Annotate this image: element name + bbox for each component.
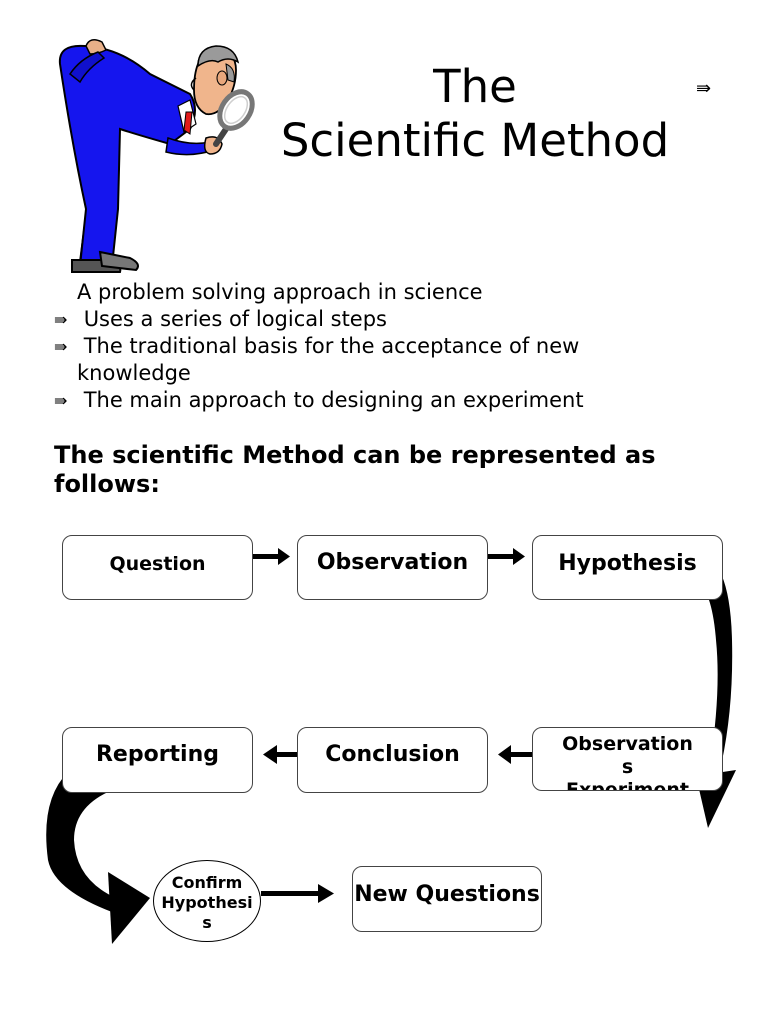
bullet-intro: A problem solving approach in science <box>77 280 483 304</box>
node-label: Question <box>109 553 206 575</box>
flow-node-observations-experiment: Observation s Experiment <box>532 727 723 791</box>
flow-node-hypothesis: Hypothesis <box>532 535 723 600</box>
arrow-observation-hypothesis <box>488 554 514 559</box>
page-title: The Scientific Method <box>270 60 680 168</box>
double-arrow-bullet-icon: ⇛ <box>54 391 68 410</box>
flow-node-reporting: Reporting <box>62 727 253 793</box>
curved-arrow-reporting-confirm <box>46 772 116 912</box>
node-label-line-3: s <box>202 913 212 932</box>
arrowhead-conclusion-reporting <box>263 745 277 764</box>
double-arrow-bullet-icon: ⇛ <box>54 337 68 356</box>
arrow-experiment-conclusion <box>510 752 534 757</box>
flow-node-question: Question <box>62 535 253 600</box>
bullet-item: ⇛ The main approach to designing an expe… <box>54 387 694 414</box>
node-label-line-1: Observation <box>562 733 693 755</box>
bullet-text: The main approach to designing an experi… <box>83 388 584 412</box>
node-label-line-2: s <box>621 756 634 778</box>
title-line-1: The <box>433 60 517 113</box>
flow-node-observation: Observation <box>297 535 488 600</box>
node-label: Conclusion <box>325 742 460 767</box>
curved-arrowhead-reporting-confirm <box>108 872 150 944</box>
node-label: Observation <box>316 550 469 575</box>
arrow-conclusion-reporting <box>276 752 298 757</box>
bullet-list: A problem solving approach in science ⇛ … <box>54 279 694 414</box>
arrowhead-question-observation <box>278 548 290 565</box>
double-arrow-bullet-icon: ⇛ <box>54 310 68 329</box>
scientist-illustration <box>58 39 255 273</box>
bullet-continuation: knowledge <box>77 361 191 385</box>
flow-node-conclusion: Conclusion <box>297 727 488 793</box>
node-label: Hypothesis <box>558 551 697 576</box>
node-label-line-1: Confirm <box>171 873 243 892</box>
bullet-text: Uses a series of logical steps <box>83 307 387 331</box>
arrow-confirm-newquestions <box>261 891 321 896</box>
flow-node-new-questions: New Questions <box>352 866 542 932</box>
arrowhead-experiment-conclusion <box>498 745 511 764</box>
node-label: Reporting <box>95 742 220 767</box>
bullet-text: The traditional basis for the acceptance… <box>83 334 580 358</box>
node-label: New Questions <box>354 882 540 907</box>
bullet-item: ⇛ Uses a series of logical steps <box>54 306 694 333</box>
double-arrow-bullet-icon: ⇛ <box>696 78 712 99</box>
node-label-line-2: Hypothesi <box>161 893 253 912</box>
title-line-2: Scientific Method <box>280 114 670 167</box>
section-subheading: The scientific Method can be represented… <box>54 441 656 498</box>
node-label-line-3: Experiment <box>566 779 689 791</box>
arrowhead-observation-hypothesis <box>513 548 525 565</box>
arrow-question-observation <box>253 554 279 559</box>
flow-node-confirm-hypothesis: Confirm Hypothesi s <box>153 860 261 942</box>
arrowhead-confirm-newquestions <box>318 884 334 903</box>
bullet-item: ⇛ The traditional basis for the acceptan… <box>54 333 694 360</box>
